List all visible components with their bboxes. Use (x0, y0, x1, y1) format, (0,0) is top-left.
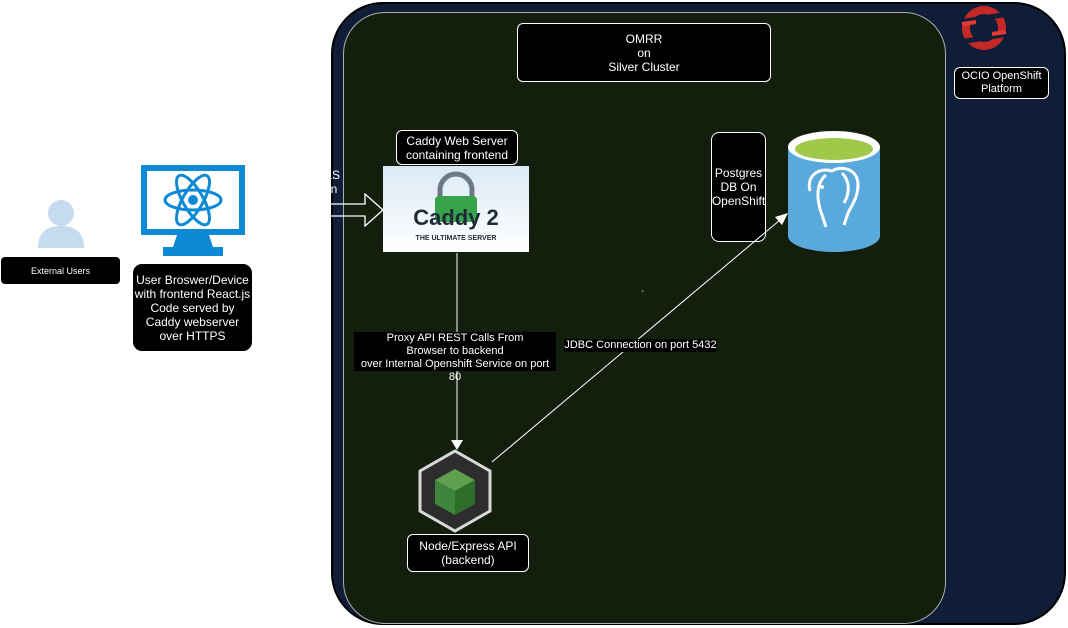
postgres-elephant-icon (786, 129, 882, 254)
jdbc-label: JDBC Connection on port 5432 (564, 339, 717, 352)
browser-device-label: User Broswer/Device with frontend React.… (133, 264, 252, 351)
user-icon (36, 198, 86, 250)
stray-mark: ` (641, 290, 645, 301)
monitor-react-icon (141, 165, 245, 257)
nodejs-hexagon-icon (418, 449, 492, 533)
caddy-logo: Caddy 2 THE ULTIMATE SERVER (383, 166, 529, 252)
caddy-label: Caddy Web Server containing frontend (396, 130, 518, 165)
cluster-title: OMRR on Silver Cluster (517, 23, 771, 82)
openshift-logo-icon (958, 4, 1010, 52)
postgres-label: Postgres DB On OpenShift (711, 132, 766, 242)
caddy-logo-subtitle: THE ULTIMATE SERVER (415, 235, 497, 242)
proxy-label: Proxy API REST Calls From Browser to bac… (354, 332, 556, 383)
node-api-label: Node/Express API (backend) (407, 534, 529, 572)
jdbc-arrowhead (775, 213, 788, 225)
https-arrow (326, 192, 385, 228)
platform-title: OCIO OpenShift Platform (954, 67, 1049, 99)
caddy-logo-title: Caddy 2 (413, 205, 499, 230)
tls-arrow-label: TLS tion (318, 168, 341, 196)
proxy-arrowhead (451, 440, 463, 450)
external-users-label: External Users (1, 257, 120, 284)
